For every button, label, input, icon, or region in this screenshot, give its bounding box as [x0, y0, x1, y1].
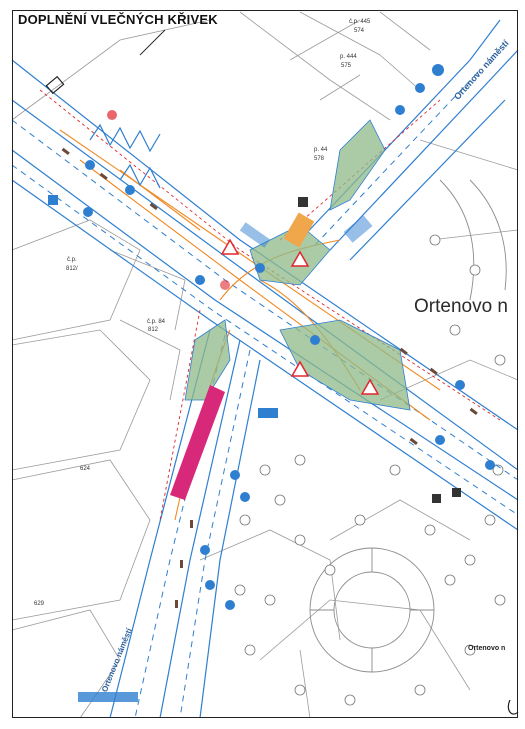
parcel-label: č.p. 84	[147, 319, 166, 325]
parcel-label: 812	[148, 327, 159, 333]
orange-crossing	[283, 212, 315, 248]
parcel-label: 812/	[66, 266, 78, 272]
road-lines	[11, 19, 519, 719]
parcel-label: 624	[80, 466, 91, 472]
crosswalks	[78, 215, 373, 702]
zigzag-markings	[89, 123, 161, 189]
parcel-label: 575	[341, 63, 352, 69]
parcel-label: p. 44	[314, 147, 328, 153]
magenta-lane	[170, 385, 225, 500]
map-title: DOPLNĚNÍ VLEČNÝCH KŘIVEK	[18, 12, 218, 27]
parcel-label: č.p.	[67, 257, 77, 263]
square-park	[309, 179, 507, 673]
parcel-label: č.p. 445	[349, 19, 371, 25]
vehicle-markers	[61, 147, 478, 608]
parcel-label: p. 444	[340, 54, 357, 60]
trees	[234, 234, 506, 706]
parcel-label: 574	[354, 28, 365, 34]
title-leader-line	[139, 29, 166, 56]
parcel-label: 629	[34, 601, 45, 607]
square-name-label: Ortenovo n	[414, 296, 508, 317]
cut-off-symbol	[507, 699, 519, 715]
traffic-signs	[45, 64, 495, 610]
street-label-bottom-right: Ortenovo n	[468, 645, 506, 652]
red-traces	[39, 89, 501, 521]
parcel-label: 578	[314, 156, 325, 162]
